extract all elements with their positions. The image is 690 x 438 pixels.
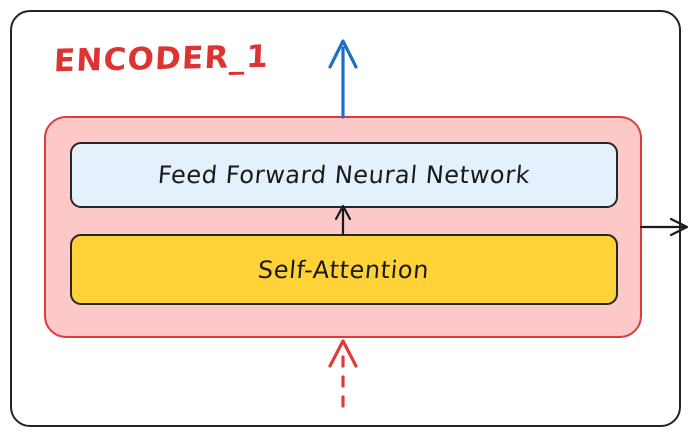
sublayer-feed-forward-neural-network: Feed Forward Neural Network [70,142,618,208]
encoder-title-label: ENCODER_1 [53,38,270,80]
sublayer-self-attention: Self-Attention [70,234,618,305]
sublayer-feed-forward-label: Feed Forward Neural Network [156,161,532,189]
sublayer-self-attention-label: Self-Attention [257,255,431,284]
